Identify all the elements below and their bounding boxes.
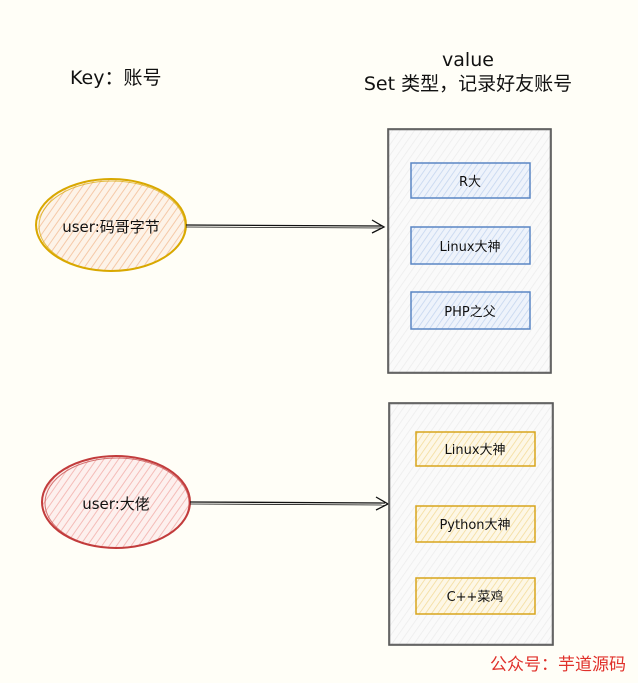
set-2-member-2-label: Python大神 [439,518,510,533]
set-1-member-2 [410,226,531,265]
arrow-1 [185,224,383,227]
set-2-member-3 [415,577,536,615]
set-group-2: user:大佬 Linux大神 Python大神 C++菜鸡 [41,402,554,646]
set-1-member-1-label: R大 [459,175,481,190]
set-2-member-3-label: C++菜鸡 [447,589,504,605]
key-node-2-label: user:大佬 [82,495,150,513]
arrow-2-head [375,496,390,511]
watermark-text: 公众号：芋道源码 [490,655,626,675]
key-header-label: Key：账号 [70,67,161,89]
set-group-1: user:码哥字节 R大 Linux大神 PHP之父 [35,128,552,374]
set-1-member-1 [410,162,531,199]
set-1-member-3 [410,291,531,330]
set-2-member-1-label: Linux大神 [444,443,505,458]
value-header-description: Set 类型，记录好友账号 [364,73,572,95]
arrow-2 [189,501,386,504]
arrow-1-head [371,219,386,234]
set-1-member-3-label: PHP之父 [444,305,495,320]
value-header-label: value [442,49,494,71]
key-node-1-label: user:码哥字节 [62,218,160,236]
set-2-member-2 [415,505,536,543]
set-1-member-2-label: Linux大神 [439,240,500,255]
set-2-member-1 [415,431,536,467]
